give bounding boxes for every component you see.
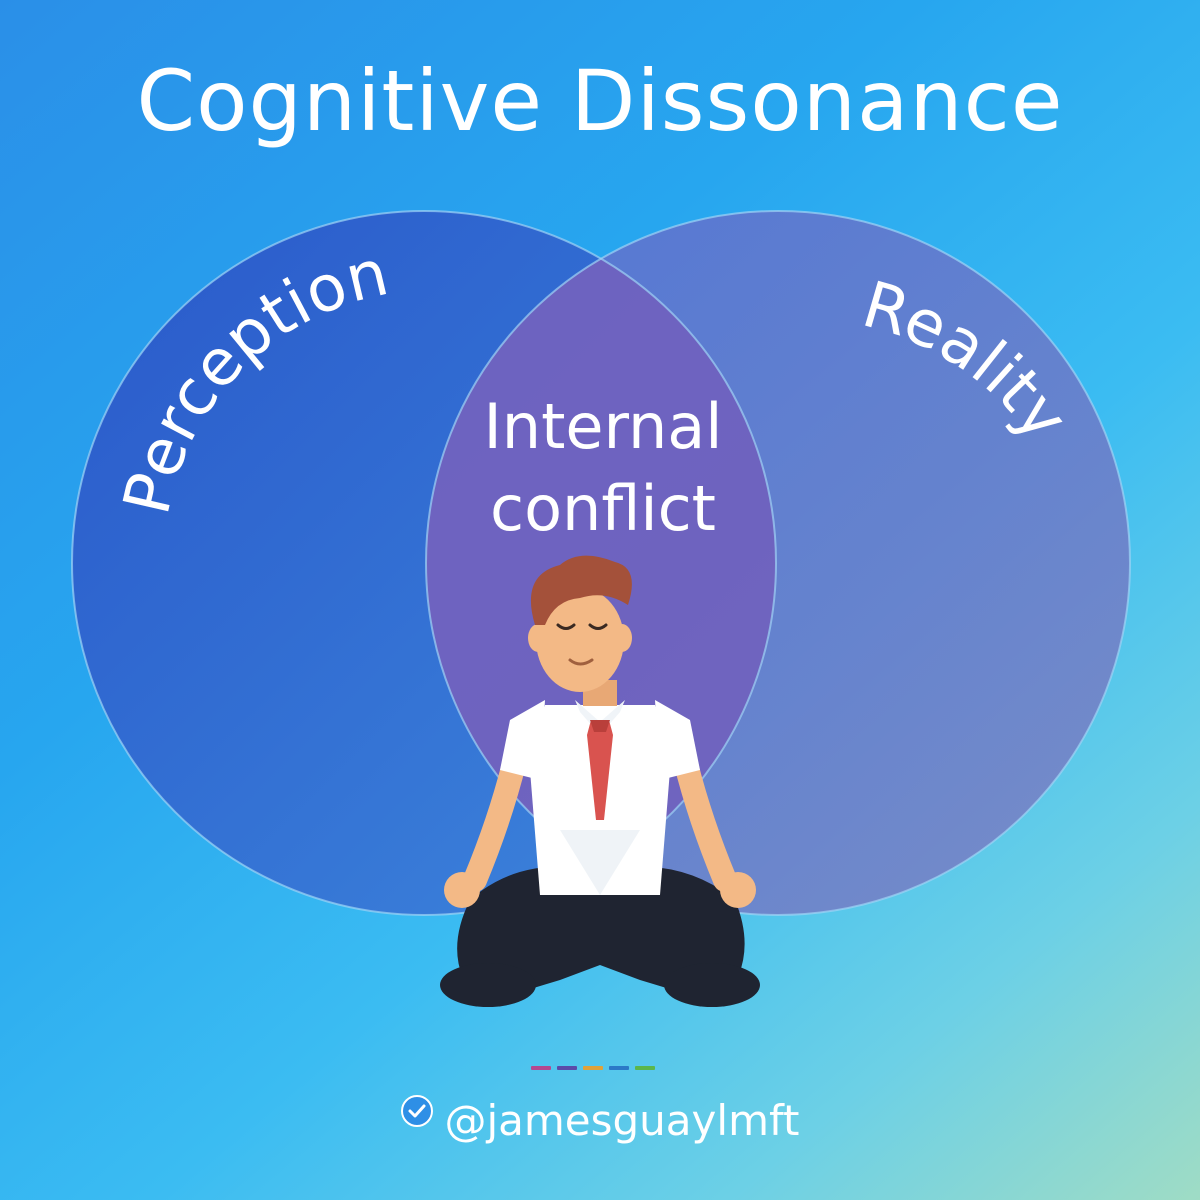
color-bar — [531, 1066, 551, 1070]
reality-circle-outline — [425, 210, 1131, 916]
handle-text: @jamesguaylmft — [444, 1095, 800, 1145]
author-handle: @jamesguaylmft — [380, 1090, 820, 1150]
color-bars — [531, 1066, 655, 1070]
tie — [587, 720, 613, 820]
diagram-title: Cognitive Dissonance — [136, 52, 1064, 150]
color-bar — [583, 1066, 603, 1070]
overlap-label-line1: Internal — [484, 390, 723, 463]
verified-badge-icon — [401, 1095, 434, 1127]
perception-circle-outline — [71, 210, 777, 916]
hair — [530, 555, 632, 625]
color-bar — [609, 1066, 629, 1070]
color-bar — [635, 1066, 655, 1070]
pants — [457, 866, 745, 1005]
overlap-label-line2: conflict — [490, 472, 716, 545]
meditating-man-illustration — [440, 555, 760, 1007]
color-bar — [557, 1066, 577, 1070]
